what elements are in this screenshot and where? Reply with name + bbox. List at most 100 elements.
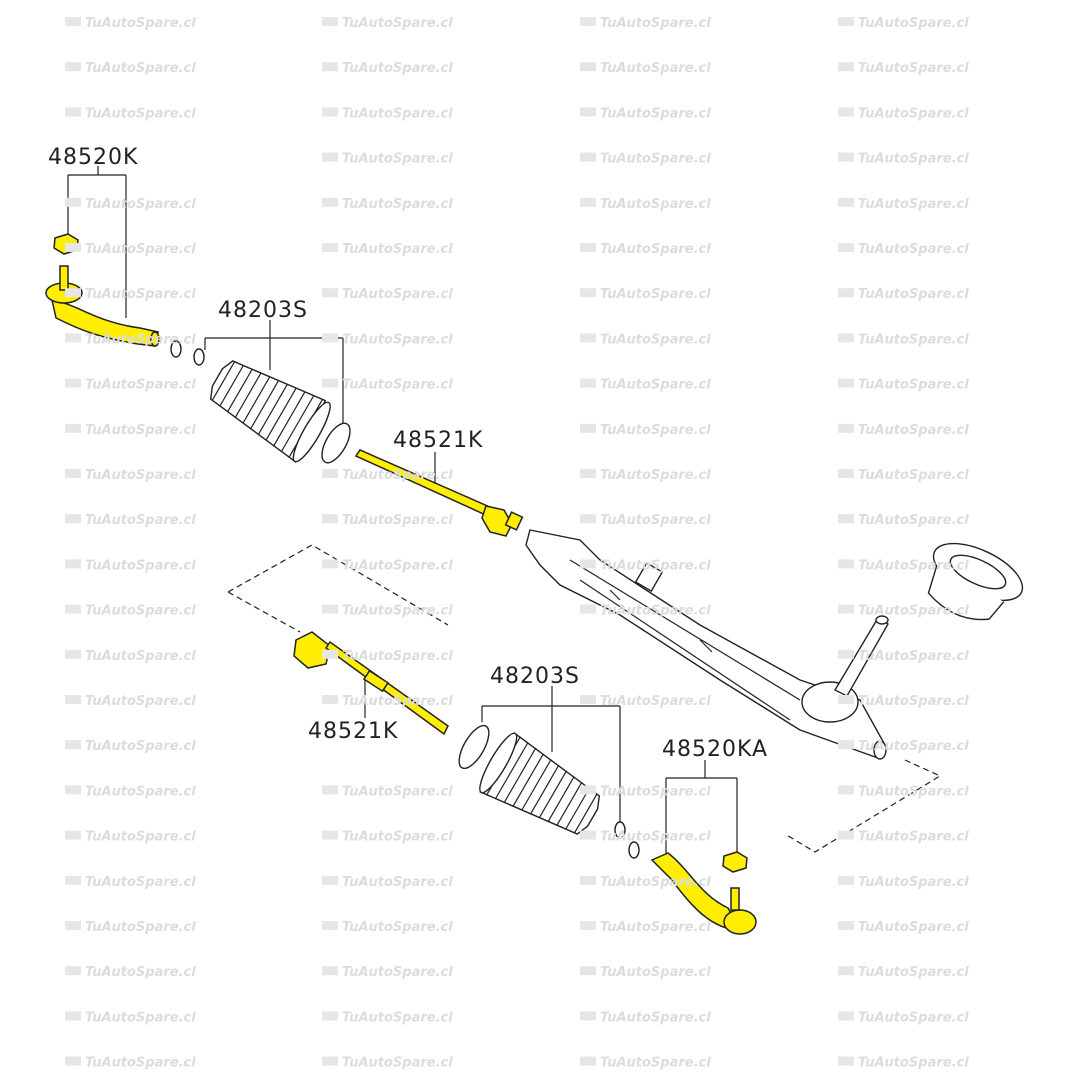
watermark: TuAutoSpare.cl	[838, 106, 969, 121]
watermark-text: TuAutoSpare.cl	[342, 694, 453, 709]
watermark: TuAutoSpare.cl	[65, 965, 196, 980]
boot-rib	[242, 376, 271, 424]
watermark: TuAutoSpare.cl	[838, 558, 969, 573]
checkered-flag-icon	[322, 243, 338, 252]
tie-rod-end-right[interactable]	[650, 851, 757, 935]
watermark-text: TuAutoSpare.cl	[600, 152, 711, 167]
checkered-flag-icon	[838, 1056, 854, 1066]
watermark-text: TuAutoSpare.cl	[600, 16, 711, 31]
checkered-flag-icon	[65, 875, 81, 885]
watermark: TuAutoSpare.cl	[65, 1056, 196, 1071]
checkered-flag-icon	[580, 378, 596, 388]
watermark-text: TuAutoSpare.cl	[85, 830, 196, 845]
watermark-text: TuAutoSpare.cl	[342, 378, 453, 393]
watermark: TuAutoSpare.cl	[580, 423, 711, 438]
watermark-text: TuAutoSpare.cl	[600, 875, 711, 890]
checkered-flag-icon	[65, 62, 81, 72]
checkered-flag-icon	[580, 469, 596, 478]
dust-grommet[interactable]	[914, 532, 1030, 636]
checkered-flag-icon	[65, 243, 81, 252]
watermark-text: TuAutoSpare.cl	[858, 694, 969, 709]
part-label[interactable]: 48203S	[490, 664, 580, 689]
watermark-text: TuAutoSpare.cl	[85, 649, 196, 664]
leader-48520K	[67, 166, 127, 318]
checkered-flag-icon	[65, 17, 81, 26]
watermark-text: TuAutoSpare.cl	[600, 197, 711, 212]
checkered-flag-icon	[322, 559, 338, 569]
part-label[interactable]: 48520KA	[662, 737, 768, 762]
watermark-text: TuAutoSpare.cl	[85, 468, 196, 483]
watermark-text: TuAutoSpare.cl	[858, 830, 969, 845]
watermark: TuAutoSpare.cl	[838, 468, 969, 483]
checkered-flag-icon	[838, 695, 854, 704]
checkered-flag-icon	[838, 152, 854, 162]
watermark-text: TuAutoSpare.cl	[600, 332, 711, 347]
watermark-text: TuAutoSpare.cl	[600, 513, 711, 528]
checkered-flag-icon	[65, 288, 81, 298]
checkered-flag-icon	[65, 469, 81, 478]
part-label[interactable]: 48203S	[218, 298, 308, 323]
watermark-text: TuAutoSpare.cl	[600, 830, 711, 845]
watermark-text: TuAutoSpare.cl	[600, 920, 711, 935]
checkered-flag-icon	[65, 1056, 81, 1066]
checkered-flag-icon	[838, 333, 854, 343]
watermark-text: TuAutoSpare.cl	[342, 242, 453, 257]
part-label[interactable]: 48520K	[48, 145, 138, 170]
watermark: TuAutoSpare.cl	[322, 152, 453, 167]
watermark-text: TuAutoSpare.cl	[85, 604, 196, 619]
checkered-flag-icon	[322, 107, 338, 117]
checkered-flag-icon	[580, 288, 596, 298]
boot-top[interactable]	[200, 348, 335, 465]
checkered-flag-icon	[322, 333, 338, 343]
boot-rib	[503, 747, 537, 804]
watermark-text: TuAutoSpare.cl	[342, 1056, 453, 1071]
checkered-flag-icon	[322, 197, 338, 207]
watermark: TuAutoSpare.cl	[580, 1010, 711, 1025]
watermark-text: TuAutoSpare.cl	[600, 1056, 711, 1071]
inner-tie-rod-bottom[interactable]	[293, 631, 449, 736]
watermark-text: TuAutoSpare.cl	[85, 513, 196, 528]
watermark: TuAutoSpare.cl	[65, 920, 196, 935]
clip	[614, 821, 626, 839]
watermark-text: TuAutoSpare.cl	[342, 106, 453, 121]
checkered-flag-icon	[65, 740, 81, 750]
boot-clamp-top	[321, 422, 351, 464]
watermark: TuAutoSpare.cl	[838, 152, 969, 167]
leader-48203S-top	[204, 320, 344, 425]
part-label[interactable]: 48521K	[308, 719, 398, 744]
watermark-text: TuAutoSpare.cl	[85, 1010, 196, 1025]
watermark: TuAutoSpare.cl	[322, 106, 453, 121]
steering-rack[interactable]	[525, 529, 889, 760]
checkered-flag-icon	[322, 785, 338, 795]
inner-tie-rod-top[interactable]	[354, 449, 524, 537]
checkered-flag-icon	[580, 604, 596, 614]
watermark-text: TuAutoSpare.cl	[858, 604, 969, 619]
checkered-flag-icon	[580, 966, 596, 976]
ring	[628, 841, 640, 859]
watermark-text: TuAutoSpare.cl	[85, 558, 196, 573]
watermark: TuAutoSpare.cl	[838, 920, 969, 935]
checkered-flag-icon	[838, 514, 854, 524]
watermark-text: TuAutoSpare.cl	[858, 965, 969, 980]
checkered-flag-icon	[838, 469, 854, 478]
watermark: TuAutoSpare.cl	[580, 16, 711, 31]
watermark-text: TuAutoSpare.cl	[600, 242, 711, 257]
watermark-text: TuAutoSpare.cl	[85, 1056, 196, 1071]
part-label[interactable]: 48521K	[393, 428, 483, 453]
checkered-flag-icon	[65, 1011, 81, 1021]
boot-rib	[573, 793, 598, 834]
checkered-flag-icon	[65, 695, 81, 704]
watermark: TuAutoSpare.cl	[580, 558, 711, 573]
tie-rod-end-left[interactable]	[45, 233, 160, 347]
boot-rib	[494, 741, 529, 800]
checkered-flag-icon	[65, 378, 81, 388]
boot-bottom[interactable]	[474, 730, 609, 847]
checkered-flag-icon	[580, 243, 596, 252]
checkered-flag-icon	[322, 830, 338, 840]
watermark-text: TuAutoSpare.cl	[85, 16, 196, 31]
watermark: TuAutoSpare.cl	[322, 287, 453, 302]
watermark: TuAutoSpare.cl	[838, 649, 969, 664]
watermark-text: TuAutoSpare.cl	[600, 558, 711, 573]
watermark-text: TuAutoSpare.cl	[342, 604, 453, 619]
watermark-text: TuAutoSpare.cl	[858, 197, 969, 212]
